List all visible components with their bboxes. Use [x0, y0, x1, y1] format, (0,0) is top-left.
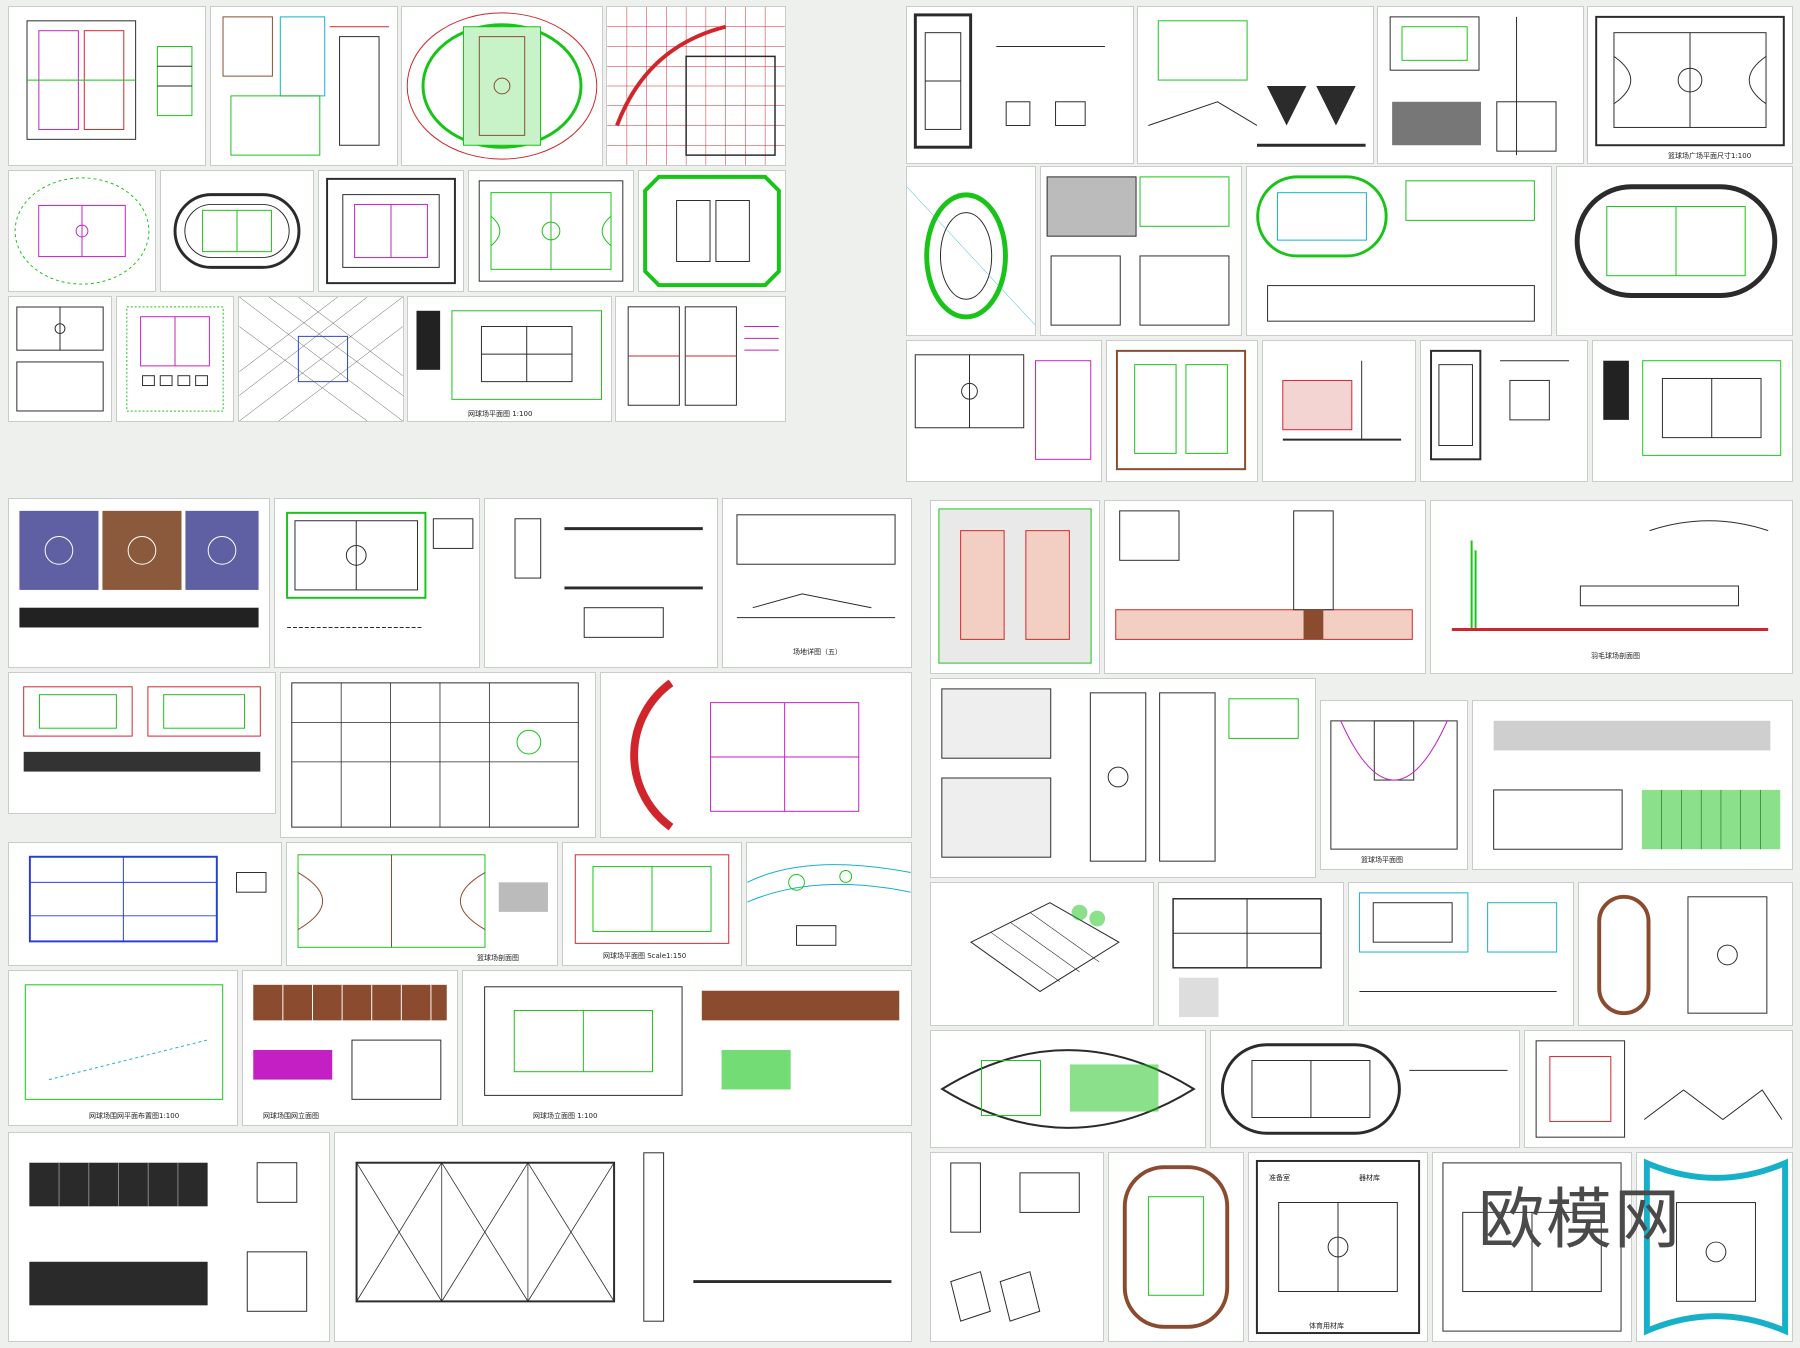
basketball-key-caption: 篮球场平面图 — [1361, 856, 1403, 864]
drawing-sheet-2 — [210, 6, 398, 166]
tennis-pattern-plan — [930, 500, 1100, 674]
track-plan-brown — [1108, 1152, 1244, 1342]
basketball-oval-plan — [8, 170, 156, 292]
room-label-prep: 准备室 — [1269, 1174, 1290, 1182]
site-grid-plan — [238, 296, 404, 422]
tennis-elevation-set: 网球场立面图 1:100 — [462, 970, 912, 1126]
building-plan-1 — [280, 672, 596, 838]
leaf-shaped-sports-plan — [930, 1030, 1206, 1148]
tennis-detail-2 — [1420, 340, 1588, 482]
tennis-court-plan-1: 网球场平面图 1:100 — [407, 296, 612, 422]
arena-plan-red — [600, 672, 912, 838]
fence-elevation-black — [8, 1132, 330, 1342]
tennis-scale-caption: 网球场平面图 Scale1:150 — [603, 952, 687, 960]
court-plan-green — [468, 170, 634, 292]
badminton-plan-blue — [8, 842, 282, 966]
tennis-court-plan-2 — [615, 296, 786, 422]
volleyball-layout — [116, 296, 234, 422]
basketball-plan-caption: 篮球场广场平面尺寸1:100 — [1668, 152, 1752, 160]
stadium-plan-oval — [401, 6, 603, 166]
tennis-fence-set — [8, 672, 276, 814]
badminton-court-section: 羽毛球场剖面图 — [1430, 500, 1793, 674]
palm-shade-detail — [1137, 6, 1374, 164]
parking-lot-detail — [1472, 700, 1793, 870]
drawing-sheet-1 — [8, 6, 206, 166]
stadium-corner-plan — [1636, 1152, 1793, 1342]
tennis-plan-outline — [1158, 882, 1344, 1026]
track-plan-green — [1246, 166, 1552, 336]
section-details — [484, 498, 718, 668]
gym-plan-2 — [1432, 1152, 1632, 1342]
tennis-angled-site — [930, 882, 1154, 1026]
tennis-elevation-caption: 网球场立面图 1:100 — [533, 1112, 598, 1120]
running-track-plan-2 — [1556, 166, 1793, 336]
chain-fence-elevation — [334, 1132, 912, 1342]
court-plan-octagon — [638, 170, 786, 292]
stadium-plan-perspective — [906, 166, 1036, 336]
tennis-detail-cyan — [1348, 882, 1574, 1026]
basketball-key-detail: 篮球场平面图 — [1320, 700, 1468, 870]
site-detail-caption: 场地详图（五） — [793, 648, 842, 656]
landscape-curve — [746, 842, 912, 966]
court-section-red — [1104, 500, 1426, 674]
room-label-storage: 器材库 — [1359, 1174, 1380, 1182]
tennis-detail-1 — [906, 6, 1134, 164]
basketball-section-caption: 篮球场剖面图 — [477, 954, 519, 962]
badminton-section-caption: 羽毛球场剖面图 — [1591, 652, 1640, 660]
basketball-plan-green — [274, 498, 480, 668]
room-label-equipment: 体育用材库 — [1309, 1322, 1344, 1330]
court-plan-set — [1040, 166, 1242, 336]
fence-elevation-caption: 网球场围网立面图 — [263, 1112, 319, 1120]
running-track-plan-4 — [1210, 1030, 1520, 1148]
tennis-court-plan-3 — [1592, 340, 1793, 482]
basketball-color-courts — [8, 498, 270, 668]
tennis-fence-elevation: 网球场围网立面图 — [242, 970, 458, 1126]
fence-plan-caption: 网球场围网平面布置图1:100 — [89, 1112, 180, 1120]
site-detail-5: 场地详图（五） — [722, 498, 912, 668]
site-watermark: 欧模网 — [1478, 1181, 1682, 1258]
tennis-stand-detail — [930, 1152, 1104, 1342]
basketball-section: 篮球场剖面图 — [286, 842, 558, 966]
tennis-section-set — [1524, 1030, 1793, 1148]
tennis-plan-scale: 网球场平面图 Scale1:150 — [562, 842, 742, 966]
basketball-multi-plan — [930, 678, 1316, 878]
running-track-plan-1 — [160, 170, 314, 292]
running-track-plan-3 — [1578, 882, 1793, 1026]
tennis-court-caption: 网球场平面图 1:100 — [468, 410, 533, 418]
court-mesh-detail — [1377, 6, 1584, 164]
gym-plan-1 — [318, 170, 464, 292]
tennis-fence-plan: 网球场围网平面布置图1:100 — [8, 970, 238, 1126]
basketball-wall-plan — [906, 340, 1102, 482]
basketball-plan-small — [8, 296, 112, 422]
basketball-square-plan: 篮球场广场平面尺寸1:100 — [1587, 6, 1793, 164]
basketball-grid-plan — [606, 6, 786, 166]
net-detail — [1262, 340, 1416, 482]
gym-plan-rooms: 准备室 器材库 体育用材库 — [1248, 1152, 1428, 1342]
tennis-double-plan — [1106, 340, 1258, 482]
